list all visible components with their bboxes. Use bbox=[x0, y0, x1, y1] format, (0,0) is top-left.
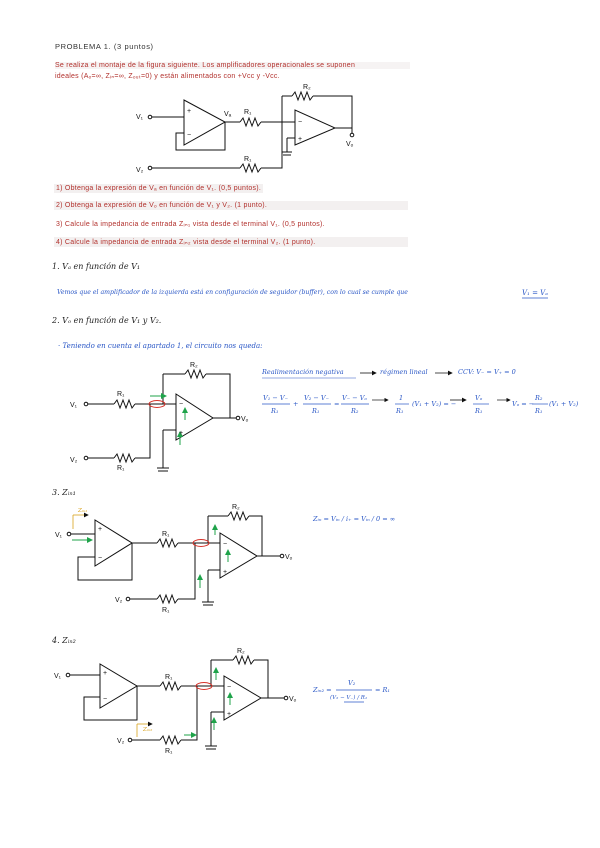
section-2-text: · Teniendo en cuenta el apartado 1, el c… bbox=[58, 342, 263, 350]
question-1: 1) Obtenga la expresión de Vₐ en función… bbox=[54, 184, 264, 193]
fig4-r2-label: R₂ bbox=[237, 648, 245, 655]
s2-eq2-num: V₂ − V₋ bbox=[304, 394, 329, 402]
section-3-heading: 3. Zᵢₙ₁ bbox=[52, 488, 76, 497]
section-2-equations bbox=[262, 397, 548, 405]
fig4-r1-bottom-label: R₁ bbox=[165, 748, 173, 755]
fig2-vo-label: Vₒ bbox=[241, 416, 249, 423]
s2-eq4: (V₁ + V₂) = − bbox=[412, 400, 456, 408]
svg-text:=: = bbox=[334, 400, 339, 408]
fig2-v1-label: V₁ bbox=[70, 402, 78, 409]
fig3-op1-plus: + bbox=[98, 526, 102, 533]
fig3-op1-minus: − bbox=[98, 555, 102, 562]
s2-eq3-den: R₂ bbox=[350, 407, 359, 415]
fig4-op1-minus: − bbox=[103, 696, 107, 703]
problem-circuit bbox=[147, 90, 355, 174]
fig1-v1-label: V₁ bbox=[136, 114, 144, 121]
question-3: 3) Calcule la impedancia de entrada Zᵢₙ₁… bbox=[56, 221, 325, 228]
section-2-heading: 2. Vₒ en función de V₁ y V₂. bbox=[52, 316, 162, 325]
svg-text:+: + bbox=[293, 400, 298, 408]
fig1-r1-bottom-label: R₁ bbox=[244, 156, 252, 163]
fig1-op1-minus: − bbox=[187, 132, 191, 139]
s4-eq-num: V₂ bbox=[348, 679, 356, 687]
fig2-r1-bottom-label: R₁ bbox=[117, 465, 125, 472]
fig1-va-label: Vₐ bbox=[224, 111, 232, 118]
fig1-op2-minus: − bbox=[298, 119, 302, 126]
question-2: 2) Obtenga la expresión de Vₒ en función… bbox=[54, 201, 408, 210]
s2-r2-num: R₂ bbox=[534, 394, 543, 402]
fig4-op1-plus: + bbox=[103, 670, 107, 677]
fig2-op-minus: − bbox=[179, 401, 183, 408]
s3-zin1-tag: Zᵢₙ₁ bbox=[77, 508, 87, 514]
fig1-v2-label: V₂ bbox=[136, 167, 144, 174]
fig4-v2-label: V₂ bbox=[117, 738, 125, 745]
statement-line-2: ideales (Aₒ=∞, Zᵢₙ=∞, Zₒᵤₜ=0) y están al… bbox=[55, 73, 280, 80]
fig3-r2-label: R₂ bbox=[232, 504, 240, 511]
question-4: 4) Calcule la impedancia de entrada Zᵢₙ₂… bbox=[54, 237, 408, 247]
s2-eq2-den: R₁ bbox=[311, 407, 320, 415]
fig1-op1-plus: + bbox=[187, 108, 191, 115]
fig3-v1-label: V₁ bbox=[55, 532, 63, 539]
s2-r1-den-2: R₁ bbox=[474, 407, 483, 415]
section-4-heading: 4. Zᵢₙ₂ bbox=[52, 636, 76, 645]
circuit-section-2 bbox=[83, 368, 241, 472]
fig2-r1-top-label: R₁ bbox=[117, 391, 125, 398]
fig1-vo-label: Vₒ bbox=[346, 141, 354, 148]
s4-eq-den: (V₂ − V₋) / R₁ bbox=[330, 694, 367, 701]
fig4-r1-top-label: R₁ bbox=[165, 674, 173, 681]
s2-eq5b: (V₁ + V₂) bbox=[549, 400, 579, 408]
s2-r1-den: R₁ bbox=[395, 407, 404, 415]
fig4-v1-label: V₁ bbox=[54, 673, 62, 680]
fig1-op2-plus: + bbox=[298, 136, 302, 143]
s2-eq5: Vₒ = − bbox=[512, 400, 534, 408]
section-1-text: Vemos que el amplificador de la izquierd… bbox=[57, 289, 408, 296]
fig2-v2-label: V₂ bbox=[70, 457, 78, 464]
s2-vo-num: Vₒ bbox=[475, 394, 483, 402]
note-ccv: CCV: V₋ = V₊ = 0 bbox=[458, 368, 516, 376]
fig3-op2-plus: + bbox=[223, 569, 227, 576]
s4-zin2-tag: Zᵢₙ₂ bbox=[142, 727, 152, 733]
s2-eq3-num: V₋ − Vₒ bbox=[342, 394, 367, 402]
fig3-r1-top-label: R₁ bbox=[162, 531, 170, 538]
circuit-section-4 bbox=[65, 654, 289, 750]
fig3-vo-label: Vₒ bbox=[285, 554, 293, 561]
problem-title: PROBLEMA 1. (3 puntos) bbox=[55, 42, 154, 51]
fig4-op2-minus: − bbox=[227, 684, 231, 691]
fig2-op-plus: + bbox=[179, 430, 183, 437]
fig3-r1-bottom-label: R₁ bbox=[162, 607, 170, 614]
s3-equation: Zᵢₙ = Vᵢₙ / i₊ = Vᵢₙ / 0 = ∞ bbox=[312, 515, 395, 523]
s2-r1-den-3: R₁ bbox=[534, 407, 543, 415]
fig1-r2-label: R₂ bbox=[303, 84, 311, 91]
s4-eq-left: Zᵢₙ₂ = bbox=[312, 686, 332, 694]
note-negative-feedback: Realimentación negativa bbox=[262, 368, 344, 376]
s2-one: 1 bbox=[399, 394, 403, 402]
s2-eq1-num: V₁ − V₋ bbox=[263, 394, 288, 402]
s2-eq1-den: R₁ bbox=[270, 407, 279, 415]
fig2-r2-label: R₂ bbox=[190, 362, 198, 369]
fig4-vo-label: Vₒ bbox=[289, 696, 297, 703]
fig1-r1-top-label: R₁ bbox=[244, 109, 252, 116]
section-1-heading: 1. Vₐ en función de V₁ bbox=[52, 262, 141, 271]
fig3-op2-minus: − bbox=[223, 541, 227, 548]
section-1-result: V₁ = Vₐ bbox=[522, 289, 548, 297]
note-linear-regime: régimen lineal bbox=[380, 368, 428, 376]
fig4-op2-plus: + bbox=[227, 711, 231, 718]
statement-line-1: Se realiza el montaje de la figura sigui… bbox=[55, 62, 410, 69]
fig3-v2-label: V₂ bbox=[115, 597, 123, 604]
s4-eq-right: = R₁ bbox=[375, 686, 390, 694]
circuit-section-3 bbox=[66, 510, 285, 606]
